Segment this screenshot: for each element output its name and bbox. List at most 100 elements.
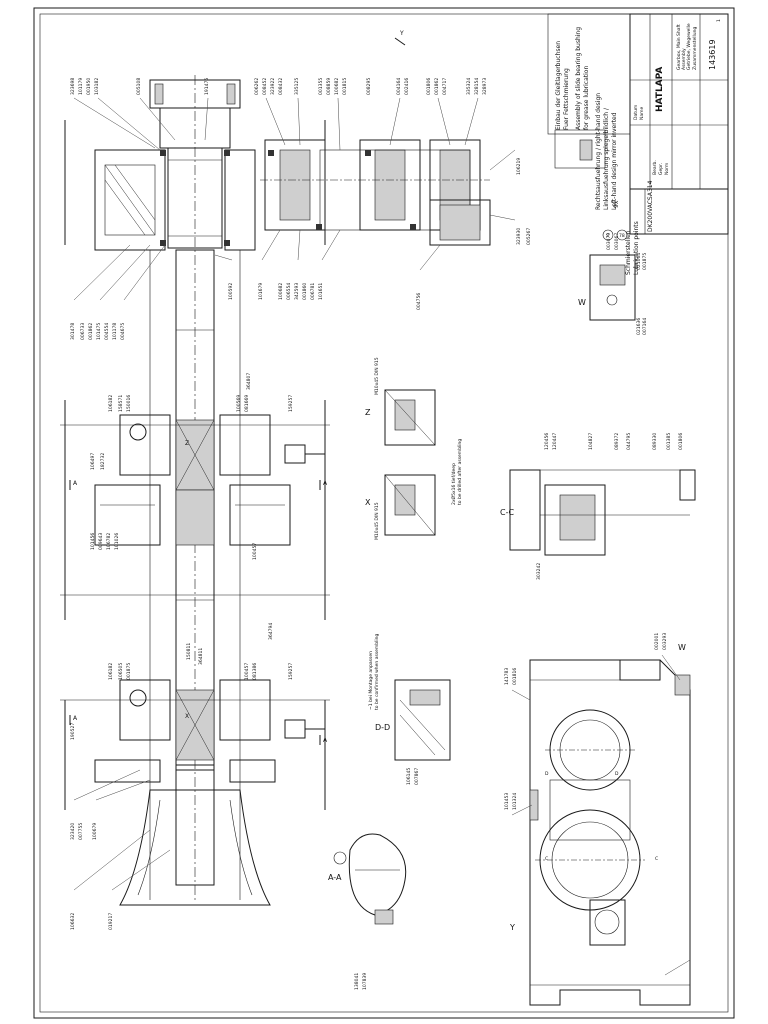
design-note-de: Rechtsausfuehrung / right-hand design [595,93,602,210]
svg-text:107839: 107839 [362,973,368,990]
tb-field-2: Name [639,106,645,120]
svg-text:006262: 006262 [254,78,260,95]
svg-text:106505: 106505 [118,663,124,680]
part-labels-lower: 106182 106505 001875 364811 100457 08138… [70,623,294,930]
design-note-de-2: Linksausfuehrung spiegelbildlich / [603,107,610,210]
marker-w-arrow: W [678,643,686,652]
svg-text:364811: 364811 [198,648,204,665]
part-labels-top: 323698 101179 001950 103182 005108 19147… [70,78,488,151]
svg-text:003067: 003067 [614,233,620,250]
svg-text:106182: 106182 [108,663,114,680]
svg-text:101453: 101453 [504,793,510,810]
svg-text:003293: 003293 [662,633,668,650]
svg-text:191475: 191475 [204,78,210,95]
drawing-code: DK200VACSA314 [647,180,654,232]
svg-text:001862: 001862 [88,323,94,340]
tb-field-5: Norm [664,163,670,175]
svg-text:100679: 100679 [92,823,98,840]
svg-text:323922: 323922 [270,78,276,95]
design-note-en: Left-hand design mirror inverted [611,112,618,210]
svg-text:007164: 007164 [642,318,648,335]
install-note-de-2: Fuer Fettschmierung [563,68,570,130]
bolt-note-3: 2xØ5x16 tief/deep [450,463,457,505]
svg-text:364807: 364807 [246,373,252,390]
install-note-en-2: for grease lubrication [583,66,590,130]
view-label-z: Z [365,408,371,417]
svg-text:159257: 159257 [288,663,294,680]
assembly-note-de: ~1 bei Montage anpassen [368,651,374,710]
view-w: W 003079 003067 021064 001875 021636 007… [578,233,648,335]
detail-views-zx: Z M10x45 DIN 915 X M10x45 DIN 915 2xØ5x1… [365,357,463,540]
drawing-number: 143619 [708,39,717,70]
view-label-aa: A-A [328,873,342,882]
lube-note-de: Schmierstellen [625,230,632,275]
marker-c-1: C [545,856,548,862]
notes-block: Einbau der Gleitlagerbuchsen Fuer Fettsc… [547,13,640,275]
svg-text:182732: 182732 [100,453,106,470]
section-marker-a-top: A [73,480,78,487]
svg-text:008859: 008859 [326,78,332,95]
svg-text:150016: 150016 [126,395,132,412]
svg-text:100682: 100682 [334,78,340,95]
svg-text:101179: 101179 [78,78,84,95]
section-marker-a-top-2: A [323,480,328,487]
svg-text:021064: 021064 [636,253,642,270]
svg-text:303242: 303242 [536,563,542,580]
svg-text:004675: 004675 [120,323,126,340]
svg-text:323698: 323698 [70,78,76,95]
svg-text:001816: 001816 [512,668,518,685]
svg-text:004554: 004554 [104,323,110,340]
svg-text:006733: 006733 [80,323,86,340]
svg-text:335125: 335125 [294,78,300,95]
svg-text:002001: 002001 [654,633,660,650]
view-cc: C-C 120456 120447 104827 089372 044795 0… [500,433,696,580]
svg-text:150811: 150811 [186,643,192,660]
svg-text:002416: 002416 [404,78,410,95]
svg-text:100457: 100457 [244,663,250,680]
svg-text:003079: 003079 [606,233,612,250]
svg-text:006781: 006781 [310,283,316,300]
svg-text:190527: 190527 [70,723,76,740]
svg-text:004756: 004756 [416,293,422,310]
svg-text:101324: 101324 [512,793,518,810]
svg-text:101651: 101651 [318,283,324,300]
svg-text:323930: 323930 [516,228,522,245]
svg-text:138041: 138041 [354,973,360,990]
svg-text:081386: 081386 [252,663,258,680]
svg-text:120456: 120456 [544,433,550,450]
sheet-number: 1 [716,19,722,22]
svg-text:001875: 001875 [642,253,648,270]
svg-text:301478: 301478 [70,323,76,340]
svg-text:001806: 001806 [678,433,684,450]
install-note-de: Einbau der Gleitlagerbuchsen [555,41,562,130]
view-y-housing: Y D D C C W 002001 003293 141783 001816 … [504,633,691,1006]
title-de: Getriebe, Wegewelle [686,23,692,70]
sheet-border [33,7,735,1019]
marker-d-2: D [615,771,619,777]
view-marker-x: X [185,713,189,720]
tb-field-4: Gepr. [658,163,664,175]
section-marker-a-low: A [73,715,78,722]
svg-text:008432: 008432 [278,78,284,95]
svg-text:001950: 001950 [86,78,92,95]
section-marker-a-low-2: A [323,737,328,744]
svg-text:001862: 001862 [434,78,440,95]
view-aa: A-A 138041 107839 [328,833,407,990]
tb-field-1: Datum [633,105,639,120]
marker-d-1: D [545,771,549,777]
svg-text:004717: 004717 [442,78,448,95]
bolt-note-1: M10x45 DIN 915 [374,357,380,395]
svg-text:001385: 001385 [666,433,672,450]
section-markers: A A A A Z X Y [69,30,406,745]
marker-c-2: C [655,856,658,862]
svg-text:104827: 104827 [588,433,594,450]
svg-text:101679: 101679 [258,283,264,300]
svg-text:021636: 021636 [636,318,642,335]
svg-text:101475: 101475 [96,323,102,340]
svg-text:328154: 328154 [474,78,480,95]
svg-text:008452: 008452 [262,78,268,95]
svg-text:120447: 120447 [552,433,558,450]
svg-text:007867: 007867 [414,768,420,785]
main-shaft-assembly [60,75,491,906]
svg-text:008295: 008295 [366,78,372,95]
